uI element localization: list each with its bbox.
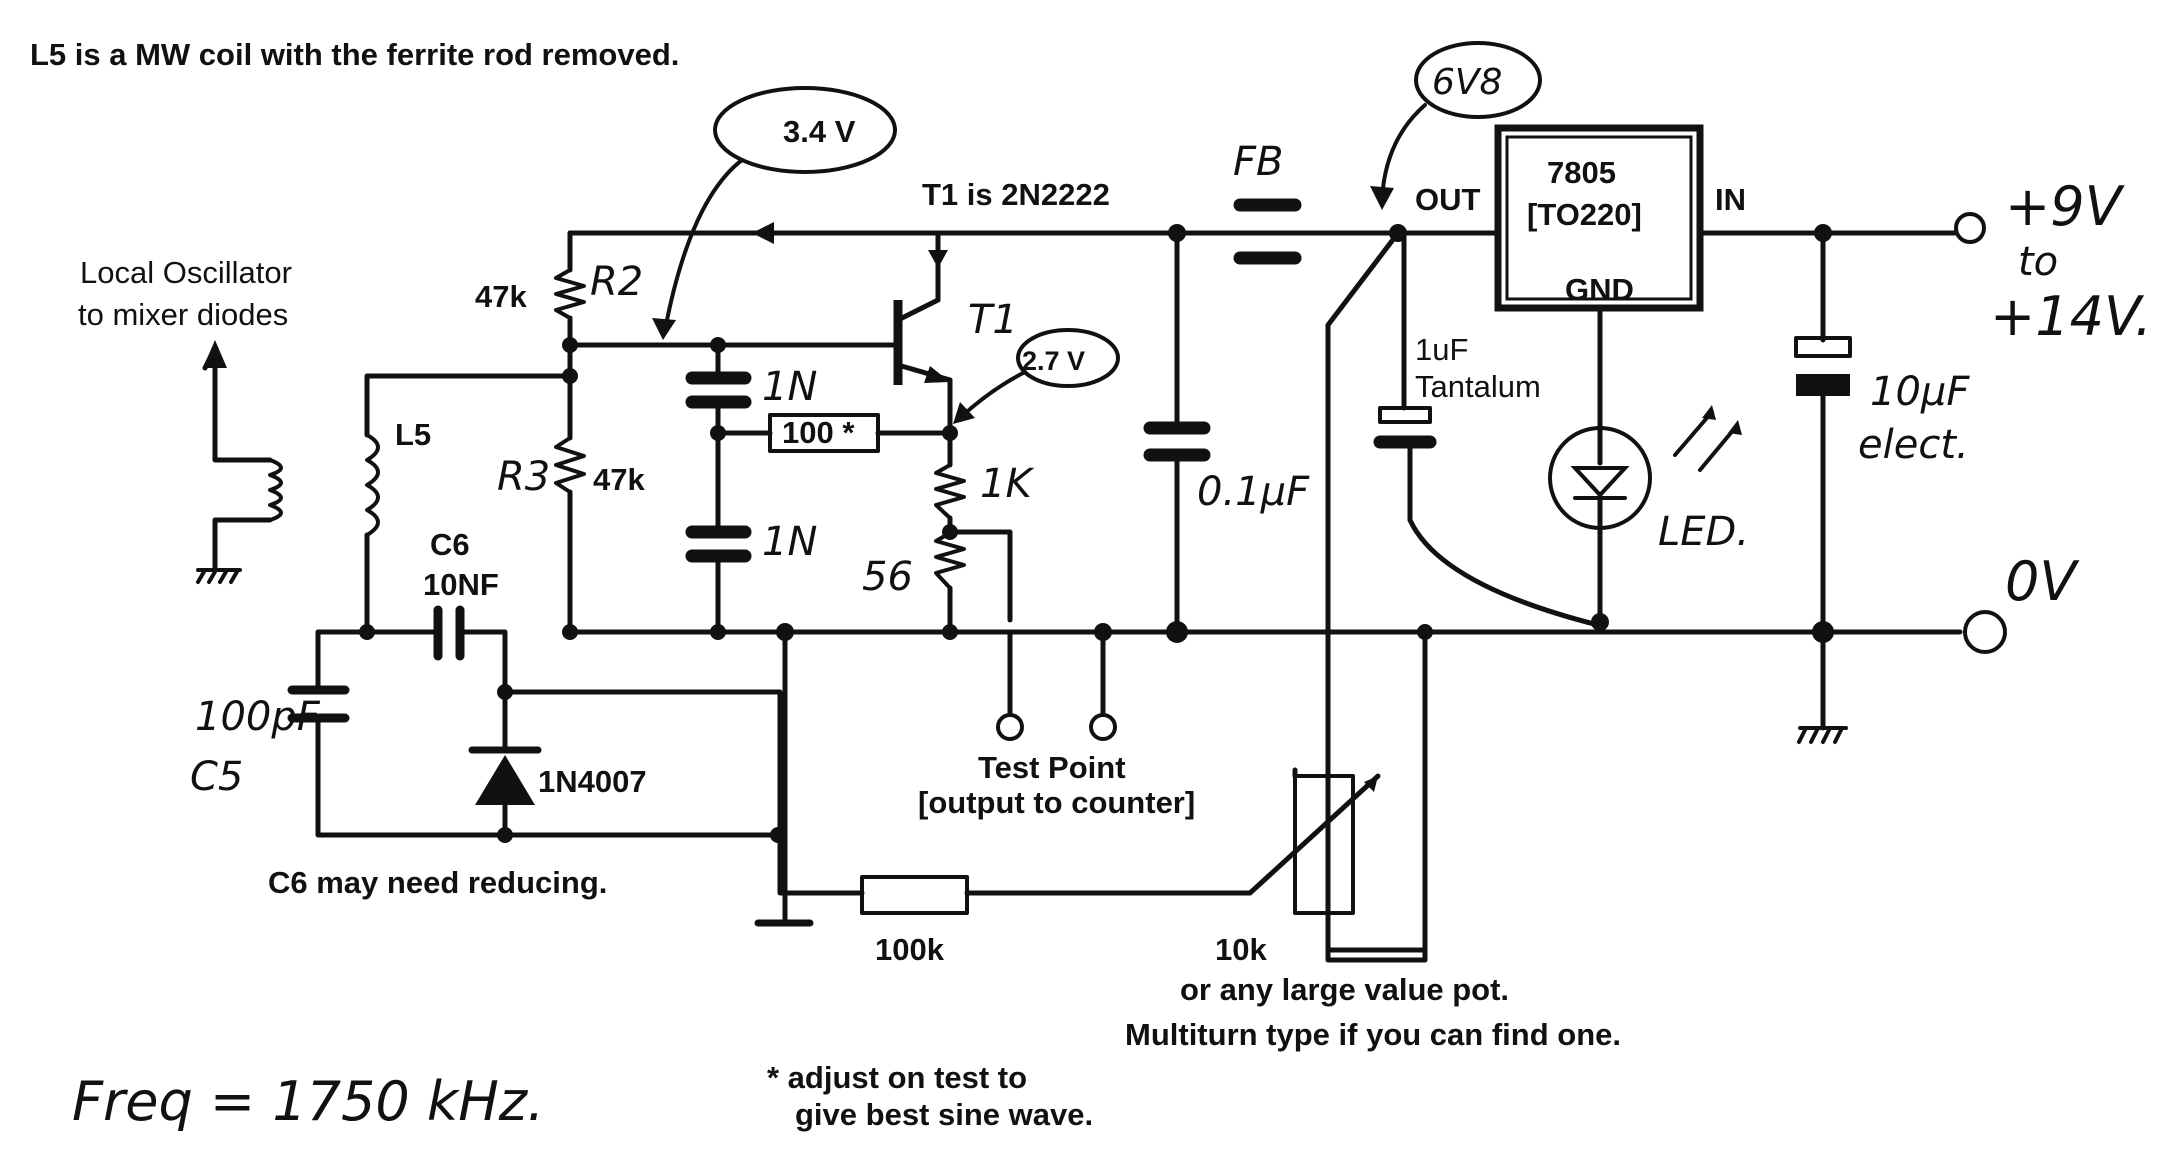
pot-feed-wire bbox=[502, 689, 865, 896]
test-branch bbox=[947, 529, 1013, 623]
bubble-base-voltage bbox=[713, 86, 897, 174]
resistor-56-label: 56 bbox=[862, 554, 913, 600]
test-point-sub: [output to counter] bbox=[918, 785, 1195, 820]
collector-arrow-icon bbox=[928, 250, 948, 268]
lo-winding bbox=[268, 458, 283, 522]
transistor-note: T1 is 2N2222 bbox=[922, 177, 1110, 212]
tantalum-plate-a bbox=[1378, 406, 1432, 424]
resistor-r2 bbox=[554, 268, 586, 320]
emitter-arrow-icon bbox=[924, 366, 950, 383]
diode-1n4007 bbox=[475, 755, 535, 805]
c5-name: C5 bbox=[190, 754, 243, 800]
capacitor-1n-lower-label: 1N bbox=[762, 519, 817, 565]
transistor-label: T1 bbox=[968, 297, 1018, 343]
pot-label: 10k bbox=[1215, 932, 1267, 967]
resistor-1k-label: 1K bbox=[980, 461, 1034, 507]
supply-to: to bbox=[2018, 239, 2058, 285]
frequency-note: Freq = 1750 kHz. bbox=[72, 1070, 544, 1133]
inductor-label: L5 bbox=[395, 417, 431, 452]
bubble-out-voltage bbox=[1414, 41, 1542, 119]
supply-positive: +9V bbox=[2005, 175, 2126, 238]
resistor-100 bbox=[768, 413, 880, 453]
transistor-collector bbox=[895, 297, 941, 323]
out-voltage-label: 6V8 bbox=[1432, 62, 1502, 103]
r3-name: R3 bbox=[497, 454, 550, 500]
lo-winding-bottom bbox=[212, 517, 273, 573]
resistor-56 bbox=[934, 531, 966, 590]
tantalum-type: Tantalum bbox=[1415, 369, 1541, 404]
page-title: L5 is a MW coil with the ferrite rod rem… bbox=[30, 37, 679, 72]
r2-value: 47k bbox=[475, 279, 527, 314]
base-voltage-label: 3.4 V bbox=[783, 114, 856, 149]
up-arrow-icon bbox=[203, 340, 227, 368]
junctions bbox=[359, 224, 1834, 843]
r3-value: 47k bbox=[593, 462, 645, 497]
c6-name: C6 bbox=[430, 527, 470, 562]
supply-ground: 0V bbox=[2005, 550, 2080, 613]
led-label: LED. bbox=[1658, 509, 1749, 555]
regulator-in: IN bbox=[1715, 182, 1746, 217]
elect-value: 10μF bbox=[1870, 369, 1970, 415]
led-ray-b bbox=[1698, 426, 1737, 472]
capacitor-bypass-label: 0.1μF bbox=[1197, 469, 1310, 515]
c6-right-wire bbox=[457, 629, 508, 753]
tantalum-value: 1uF bbox=[1415, 332, 1468, 367]
resistor-1k bbox=[934, 463, 966, 520]
bubble-emitter-voltage bbox=[1016, 328, 1120, 388]
base-pointer bbox=[663, 158, 744, 332]
ferrite-bead-label: FB bbox=[1233, 139, 1283, 185]
r2-name: R2 bbox=[590, 259, 643, 305]
test-point-2 bbox=[1089, 713, 1117, 741]
tant-bottom-wire bbox=[1407, 442, 1601, 628]
led-icon bbox=[1548, 426, 1652, 530]
adjust-note-1: * adjust on test to bbox=[767, 1060, 1027, 1095]
resistor-100k-label: 100k bbox=[875, 932, 945, 967]
rail-arrow-icon bbox=[752, 222, 774, 244]
l5-top-wire bbox=[364, 373, 573, 438]
regulator-package: [TO220] bbox=[1527, 197, 1642, 232]
emitter-voltage-label: 2.7 V bbox=[1022, 346, 1085, 376]
pot-note-1: or any large value pot. bbox=[1180, 972, 1509, 1007]
pot-wiper-arrow bbox=[1364, 776, 1378, 792]
adjust-note-2: give best sine wave. bbox=[795, 1097, 1093, 1132]
elect-plate-b bbox=[1796, 374, 1850, 396]
capacitor-1n-upper-label: 1N bbox=[762, 364, 817, 410]
resistor-r3 bbox=[554, 436, 586, 494]
regulator-7805 bbox=[1494, 124, 1704, 312]
regulator-gnd: GND bbox=[1565, 272, 1634, 307]
pot-10k bbox=[1293, 774, 1355, 915]
positive-terminal bbox=[1954, 212, 1986, 244]
wiper-line bbox=[1247, 773, 1381, 896]
pot-top-wire bbox=[1325, 230, 1428, 953]
c5-top-wire bbox=[315, 629, 370, 693]
test-point-1 bbox=[996, 713, 1024, 741]
resistor-100k bbox=[860, 875, 969, 915]
test-point-label: Test Point bbox=[978, 750, 1126, 785]
inductor-l5 bbox=[365, 433, 380, 537]
supply-max: +14V. bbox=[1990, 285, 2152, 348]
lo-winding-top bbox=[212, 345, 273, 463]
regulator-out: OUT bbox=[1415, 182, 1481, 217]
elect-plate-a bbox=[1794, 336, 1852, 358]
pot-ground-wire bbox=[1325, 629, 1428, 963]
led-ray-a bbox=[1673, 410, 1714, 457]
emitter-pointer bbox=[958, 370, 1027, 420]
mixer-diodes-label: to mixer diodes bbox=[78, 297, 288, 332]
regulator-part: 7805 bbox=[1547, 155, 1616, 190]
c5-bottom-wire bbox=[315, 715, 781, 838]
ground-terminal bbox=[1963, 610, 2007, 654]
c6-note: C6 may need reducing. bbox=[268, 865, 607, 900]
c6-value: 10NF bbox=[423, 567, 499, 602]
pot-note-2: Multiturn type if you can find one. bbox=[1125, 1017, 1621, 1052]
resistor-100-label: 100 * bbox=[782, 415, 855, 450]
local-oscillator-label: Local Oscillator bbox=[80, 255, 292, 290]
diode-label: 1N4007 bbox=[538, 764, 647, 799]
elect-type: elect. bbox=[1858, 422, 1969, 468]
c5-value: 100pF bbox=[195, 694, 321, 740]
